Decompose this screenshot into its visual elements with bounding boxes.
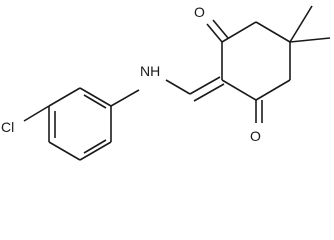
bond-ring2-c1-c6 bbox=[221, 21, 257, 43]
oxygen-top-label: O bbox=[194, 4, 205, 20]
bond-ring-inner-2 bbox=[83, 139, 107, 154]
bond-exocyclic-double-b bbox=[193, 83, 225, 102]
oxygen-bottom-label: O bbox=[250, 128, 261, 144]
bond-exocyclic-double-a bbox=[189, 76, 221, 95]
bond-ring-c2-c3 bbox=[48, 141, 81, 161]
bond-ring-inner-3 bbox=[83, 94, 107, 109]
bond-carbonyl-top-a bbox=[206, 23, 223, 43]
bond-ring2-c3-c2 bbox=[221, 79, 257, 101]
dione-ring bbox=[221, 21, 291, 101]
benzene-ring bbox=[48, 87, 112, 161]
bond-ring2-c4-c3 bbox=[255, 79, 291, 101]
bond-ring-n bbox=[110, 89, 140, 107]
bond-ring-c5-c6 bbox=[79, 87, 112, 107]
bond-ring-c6-c1 bbox=[48, 87, 81, 107]
bond-carbonyl-top-b bbox=[212, 19, 229, 39]
chlorine-label: Cl bbox=[1, 119, 14, 135]
bond-ring2-c6-c5 bbox=[255, 21, 291, 43]
bond-methyl-1 bbox=[289, 5, 313, 43]
chemical-structure-diagram: Cl NH O O bbox=[1, 4, 331, 161]
bond-ring-c3-c4 bbox=[79, 141, 112, 161]
amine-label: NH bbox=[140, 63, 160, 79]
bond-methyl-2 bbox=[289, 37, 331, 43]
bond-n-ch bbox=[165, 79, 191, 95]
bond-c-cl bbox=[23, 105, 50, 122]
